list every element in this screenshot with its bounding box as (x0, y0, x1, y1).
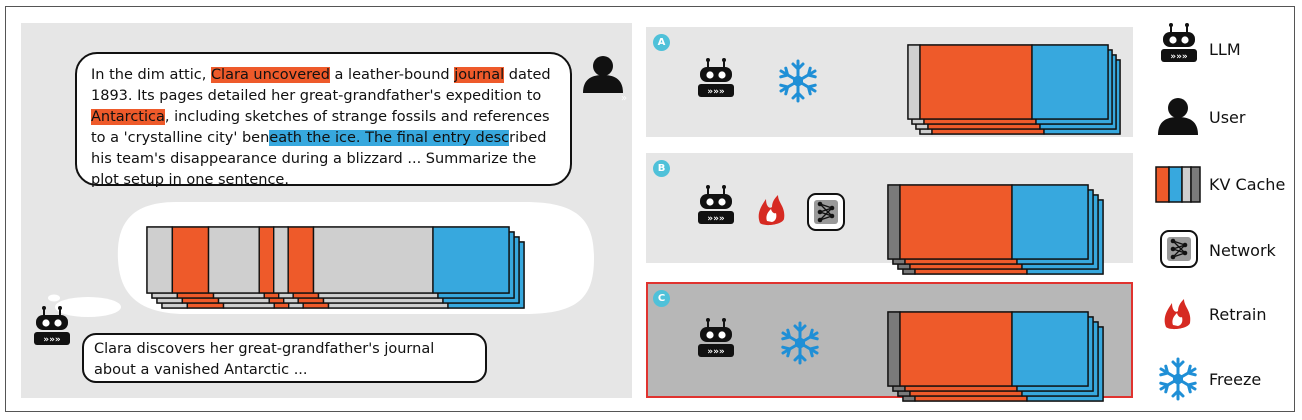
kv-cache-block (1011, 184, 1089, 260)
legend-kv-cache-label: KV Cache (1209, 175, 1286, 194)
prompt-text-segment: In the dim attic, (91, 67, 211, 83)
panel-b-network-icon (807, 193, 845, 231)
legend-freeze-label: Freeze (1209, 370, 1262, 389)
user-icon (583, 56, 623, 93)
highlighted-token-blue: eath the ice. The final entry desc (269, 130, 510, 146)
panel-b-kv-cache-stack (887, 184, 1104, 275)
legend-kv-cache-icon (1155, 166, 1201, 203)
user-prompt-bubble: In the dim attic, Clara uncovered a leat… (75, 52, 572, 188)
kv-cache-block (887, 184, 901, 260)
panel-a-kv-cache-stack (907, 44, 1121, 135)
kv-cache-block (171, 226, 210, 294)
panel-b-llm-icon (697, 184, 735, 225)
kv-cache-block (1031, 44, 1109, 120)
send-arrows-icon: » (621, 93, 627, 104)
legend-llm-icon (1160, 22, 1198, 63)
legend-llm-label: LLM (1209, 40, 1241, 59)
panel-a-llm-icon (697, 57, 735, 98)
kv-cache-block (146, 226, 174, 294)
legend-freeze-icon (1161, 359, 1195, 399)
prompt-text-segment: dated 1893. Its pages detailed her great… (91, 67, 551, 104)
kv-cache-block (432, 226, 510, 294)
thought-bubble-small (55, 297, 121, 317)
kv-cache-block (1011, 311, 1089, 387)
kv-cache-block (207, 226, 260, 294)
panel-c-kv-cache-stack (887, 311, 1104, 402)
legend-user-label: User (1209, 108, 1246, 127)
legend-retrain-label: Retrain (1209, 305, 1267, 324)
legend-retrain-icon (1164, 299, 1191, 330)
kv-cache-block (887, 311, 901, 387)
panel-a-freeze-icon (781, 61, 815, 101)
panel-b-retrain-icon (758, 195, 785, 226)
prompt-text-segment: a leather-bound (329, 67, 455, 83)
thought-kv-cache-stack (146, 226, 525, 309)
panel-b-badge: B (653, 160, 670, 177)
prompt-text-segment: , including sketches of strange fossils … (91, 109, 550, 146)
highlighted-token-red: journal (454, 67, 505, 83)
legend-user-icon (1158, 98, 1198, 135)
kv-cache-block (899, 184, 1013, 260)
kv-cache-block (907, 44, 921, 120)
panel-a-badge: A (653, 34, 670, 51)
kv-cache-block (273, 226, 289, 294)
kv-cache-block (312, 226, 434, 294)
highlighted-token-red: Antarctica (91, 109, 165, 125)
panel-c-badge: C (653, 290, 670, 307)
prompt-text-segment: ribed his team's disappearance during a … (91, 130, 547, 188)
panel-c-llm-icon (697, 317, 735, 358)
kv-cache-block (258, 226, 275, 294)
kv-cache-block (919, 44, 1033, 120)
panel-c-freeze-icon (783, 323, 817, 363)
llm-response-bubble: Clara discovers her great-grandfather's … (82, 333, 487, 383)
legend-network-icon (1160, 230, 1198, 268)
thought-bubble-tiny (48, 294, 60, 302)
kv-cache-block (287, 226, 315, 294)
llm-response-text: Clara discovers her great-grandfather's … (94, 341, 435, 378)
legend-network-label: Network (1209, 241, 1276, 260)
kv-cache-block (899, 311, 1013, 387)
highlighted-token-red: Clara uncovered (210, 67, 330, 83)
